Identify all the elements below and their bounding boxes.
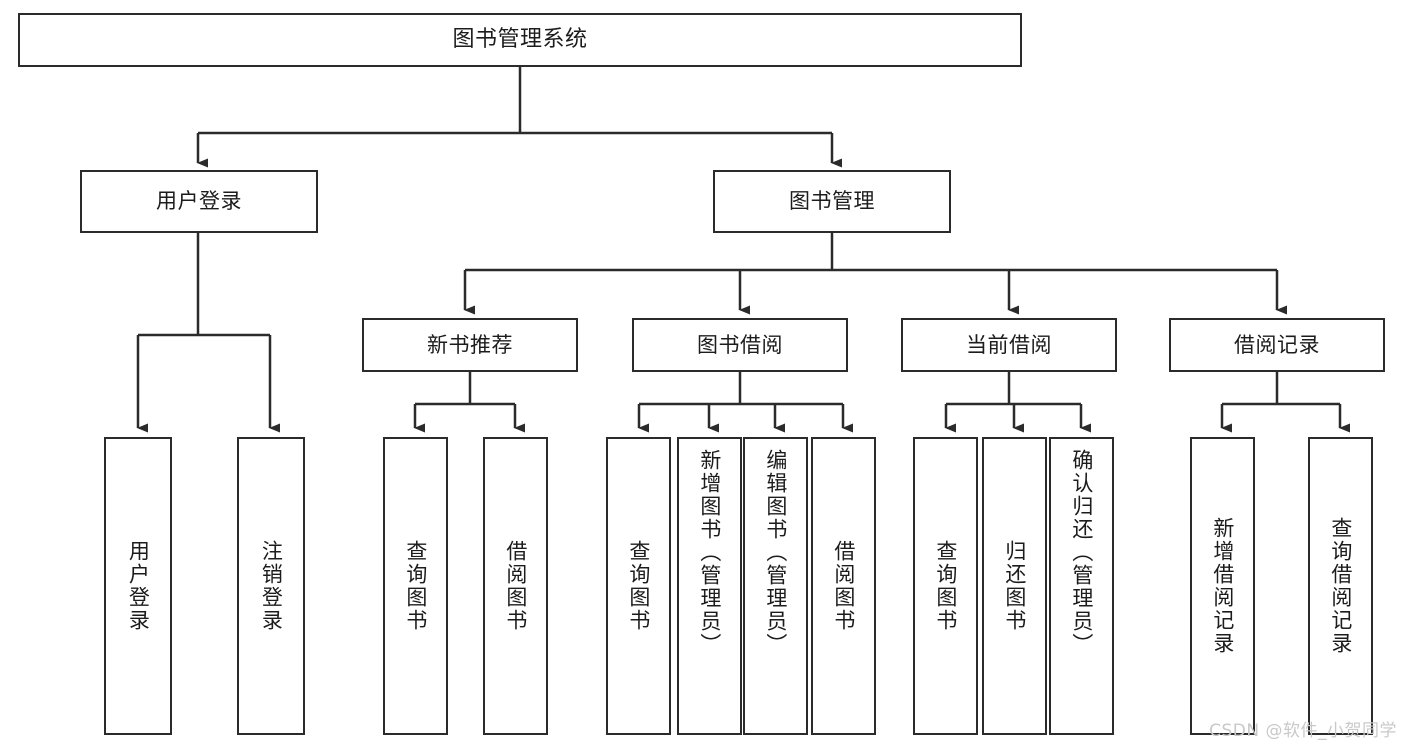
node-new-book-recommend-label: 新书推荐: [427, 332, 513, 357]
node-leaf-user-login-label: 用户登录: [126, 540, 151, 632]
node-leaf-query-record[interactable]: 查询借阅记录: [1308, 437, 1373, 735]
node-leaf-query-book-1[interactable]: 查询图书: [383, 437, 448, 735]
node-book-management[interactable]: 图书管理: [713, 170, 951, 233]
node-leaf-borrow-book-1[interactable]: 借阅图书: [483, 437, 548, 735]
node-leaf-add-record-label: 新增借阅记录: [1210, 517, 1235, 655]
node-leaf-query-record-label: 查询借阅记录: [1328, 517, 1353, 655]
node-user-login-label: 用户登录: [156, 189, 242, 213]
node-leaf-logout-label: 注销登录: [259, 540, 284, 632]
csdn-watermark: CSDN @软件_小贺同学: [1209, 721, 1397, 741]
node-leaf-confirm-return[interactable]: 确认归还（管理员）: [1049, 437, 1114, 735]
node-leaf-query-book-3-label: 查询图书: [933, 540, 958, 632]
node-leaf-add-book[interactable]: 新增图书（管理员）: [677, 437, 742, 735]
node-book-borrow[interactable]: 图书借阅: [632, 318, 848, 372]
node-leaf-borrow-book-1-label: 借阅图书: [503, 540, 528, 632]
node-root-label: 图书管理系统: [452, 27, 588, 52]
node-leaf-borrow-book-2-label: 借阅图书: [831, 540, 856, 632]
node-book-borrow-label: 图书借阅: [697, 332, 783, 357]
node-leaf-query-book-3[interactable]: 查询图书: [913, 437, 978, 735]
node-borrow-record-label: 借阅记录: [1234, 332, 1320, 357]
node-leaf-borrow-book-2[interactable]: 借阅图书: [811, 437, 876, 735]
node-leaf-add-book-label: 新增图书（管理员）: [697, 449, 722, 656]
node-leaf-add-record[interactable]: 新增借阅记录: [1190, 437, 1255, 735]
node-leaf-return-book-label: 归还图书: [1002, 540, 1027, 632]
node-leaf-query-book-2[interactable]: 查询图书: [606, 437, 671, 735]
node-borrow-record[interactable]: 借阅记录: [1169, 318, 1385, 372]
node-current-borrow[interactable]: 当前借阅: [901, 318, 1117, 372]
node-new-book-recommend[interactable]: 新书推荐: [362, 318, 578, 372]
node-leaf-return-book[interactable]: 归还图书: [982, 437, 1047, 735]
node-leaf-logout[interactable]: 注销登录: [237, 437, 305, 735]
node-leaf-edit-book-label: 编辑图书（管理员）: [763, 449, 788, 656]
node-book-management-label: 图书管理: [789, 189, 875, 213]
node-current-borrow-label: 当前借阅: [966, 332, 1052, 357]
node-root[interactable]: 图书管理系统: [18, 13, 1022, 67]
node-leaf-query-book-1-label: 查询图书: [403, 540, 428, 632]
node-leaf-query-book-2-label: 查询图书: [626, 540, 651, 632]
node-user-login[interactable]: 用户登录: [80, 170, 318, 233]
node-leaf-user-login[interactable]: 用户登录: [104, 437, 172, 735]
node-leaf-edit-book[interactable]: 编辑图书（管理员）: [743, 437, 808, 735]
node-leaf-confirm-return-label: 确认归还（管理员）: [1069, 449, 1094, 656]
